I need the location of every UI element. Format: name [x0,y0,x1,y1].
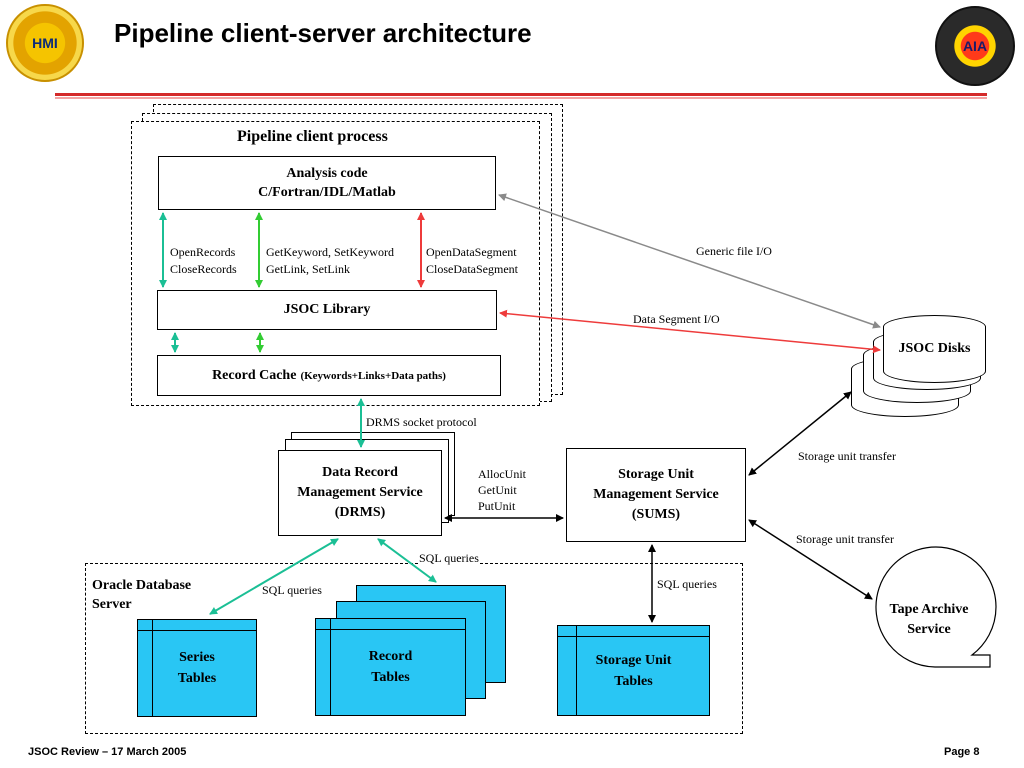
storage-unit-tables: Storage Unit Tables [557,625,710,716]
drms-box: Data Record Management Service (DRMS) [278,450,442,536]
jsoc-disks-label: JSOC Disks [898,341,971,356]
header-rule-shadow [55,97,987,99]
sums-box: Storage Unit Management Service (SUMS) [566,448,746,542]
series-tables-line2: Tables [177,671,217,686]
oracle-database-line1: Oracle Database [92,578,192,593]
storage-transfer-disks-label: Storage unit transfer [798,449,896,463]
alloc-unit-label: AllocUnit GetUnit PutUnit [478,466,526,514]
record-tables-header-line [316,629,465,630]
storage-unit-tables-header-line [558,636,709,637]
jsoc-disk-front: JSOC Disks [883,315,986,383]
data-segment-label: OpenDataSegment CloseDataSegment [426,244,518,278]
aia-logo-text: AIA [962,38,988,54]
header-rule [55,93,987,96]
record-tables: Record Tables [315,618,466,716]
series-tables-line1: Series [179,650,215,665]
jsoc-library-label: JSOC Library [283,302,371,317]
sums-sql-label: SQL queries [657,577,717,591]
drms-line1: Data Record [322,465,398,480]
series-tables-side-line [152,620,153,716]
oracle-database-label: Oracle Database Server [92,576,191,614]
tape-archive-shape [875,546,997,668]
tape-archive-line1: Tape Archive [889,602,969,617]
page-title: Pipeline client-server architecture [114,18,532,48]
alloc-unit-text: AllocUnit [478,467,526,481]
storage-transfer-tape-label: Storage unit transfer [796,532,894,546]
jsoc-library-box: JSOC Library [157,290,497,330]
put-unit-text: PutUnit [478,499,516,513]
storage-transfer-disks-arrow [748,391,852,476]
aia-logo: AIA [935,6,1015,86]
close-records-text: CloseRecords [170,262,237,276]
record-cache-sublabel: (Keywords+Links+Data paths) [300,369,446,382]
keyword-label: GetKeyword, SetKeyword GetLink, SetLink [266,244,394,278]
sums-line1: Storage Unit [618,467,694,482]
drms-line2: Management Service [297,485,423,500]
storage-transfer-tape-arrow [748,519,873,600]
open-data-segment-text: OpenDataSegment [426,245,517,259]
storage-unit-tables-line1: Storage Unit [595,652,672,668]
hmi-logo-text: HMI [32,35,58,51]
data-segment-io-arrow [499,309,881,354]
drms-line3: (DRMS) [334,505,386,520]
tape-archive-label: Tape Archive Service [870,600,988,640]
series-tables: Series Tables [137,619,257,717]
data-segment-io-label: Data Segment I/O [633,312,720,326]
record-cache-box: Record Cache (Keywords+Links+Data paths) [157,355,501,396]
storage-unit-tables-side-line [576,626,577,715]
get-link-text: GetLink, SetLink [266,262,350,276]
client-process-heading: Pipeline client process [237,128,388,145]
sums-line3: (SUMS) [631,507,681,522]
drms-series-sql-label: SQL queries [262,583,322,597]
hmi-logo: HMI [6,4,84,82]
drms-record-sql-label: SQL queries [419,550,479,567]
footer-page-number: Page 8 [944,746,980,758]
series-tables-header-line [138,630,256,631]
storage-unit-tables-line2: Tables [614,673,653,689]
record-tables-side-line [330,619,331,715]
analysis-code-box: Analysis code C/Fortran/IDL/Matlab [158,156,496,210]
analysis-code-line1: Analysis code [286,166,368,181]
drms-socket-label: DRMS socket protocol [366,415,477,429]
tape-archive-line2: Service [907,622,951,637]
sums-line2: Management Service [593,487,719,502]
generic-file-io-arrow [498,193,881,329]
open-records-label: OpenRecords CloseRecords [170,244,237,278]
close-data-segment-text: CloseDataSegment [426,262,518,276]
get-unit-text: GetUnit [478,483,517,497]
record-cache-label: Record Cache [212,367,297,383]
analysis-code-line2: C/Fortran/IDL/Matlab [258,185,396,200]
generic-file-io-label: Generic file I/O [696,244,772,258]
open-records-text: OpenRecords [170,245,236,259]
record-tables-line1: Record [368,649,413,664]
oracle-database-line2: Server [92,597,132,612]
get-keyword-text: GetKeyword, SetKeyword [266,245,394,259]
footer-left: JSOC Review – 17 March 2005 [28,746,187,758]
record-tables-line2: Tables [371,670,410,685]
drms-series-sql-arrow [209,538,339,615]
drms-record-sql-arrow [377,538,437,583]
